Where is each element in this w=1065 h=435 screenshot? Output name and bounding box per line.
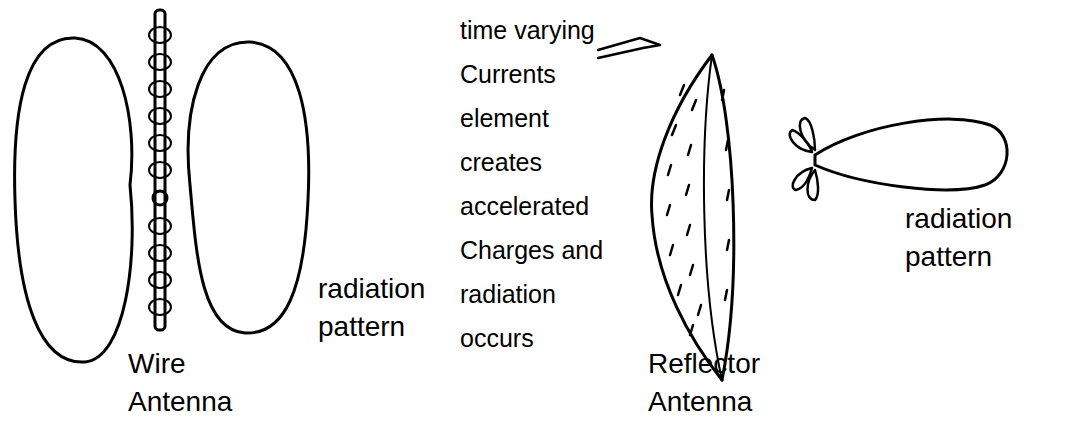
- feed-point: [153, 191, 167, 205]
- antenna-name: Wire Antenna: [128, 345, 253, 421]
- reflector-dish: [652, 55, 722, 380]
- callout-arrow: [598, 38, 660, 58]
- pattern-label: radiation pattern: [318, 270, 453, 346]
- callout-note: time varying Currents element creates ac…: [460, 8, 632, 360]
- antenna-name: Reflector Antenna: [648, 345, 798, 421]
- current-elements: [667, 85, 729, 335]
- reflector-rim: [712, 55, 734, 380]
- left-lobe: [15, 38, 133, 362]
- wire-rod: [155, 10, 165, 330]
- reflector-inner: [704, 55, 722, 380]
- current-loops: [149, 27, 171, 315]
- side-lobe: [808, 170, 819, 200]
- right-lobe: [188, 42, 309, 333]
- main-lobe: [815, 119, 1007, 190]
- side-lobe: [790, 130, 812, 152]
- pattern-label: radiation pattern: [905, 200, 1045, 276]
